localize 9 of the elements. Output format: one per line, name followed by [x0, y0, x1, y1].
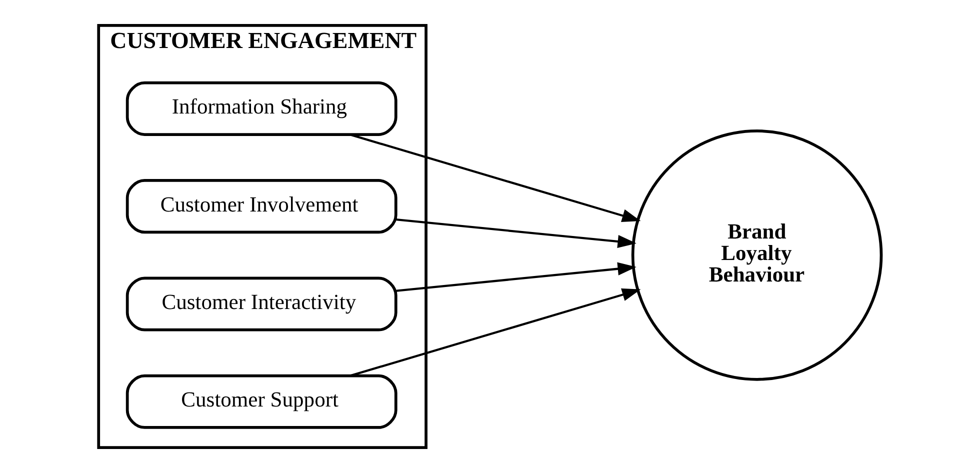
node-circle: Brand Loyalty Behaviour — [630, 130, 882, 381]
arrow — [396, 262, 636, 292]
arrow — [349, 288, 640, 377]
node-box: Customer Support — [125, 374, 397, 429]
node-box: Information Sharing — [125, 81, 397, 136]
node-box: Customer Involvement — [125, 179, 397, 234]
arrow — [349, 134, 640, 222]
node-box: Customer Interactivity — [125, 276, 397, 332]
arrow — [396, 218, 636, 248]
